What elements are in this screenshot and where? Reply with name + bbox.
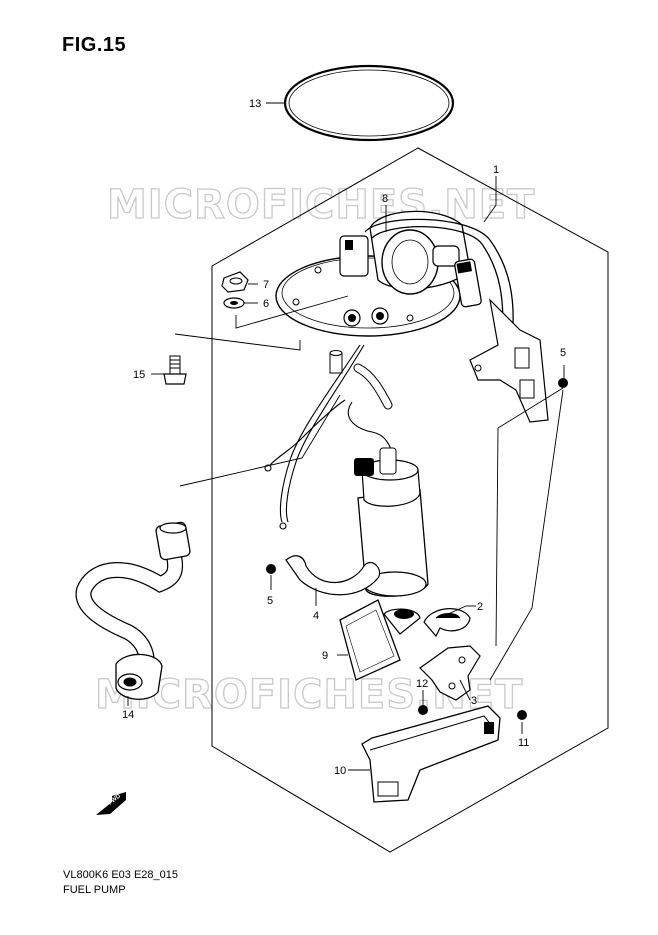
wire-harness-icon — [264, 344, 393, 530]
figure-code: VL800K6 E03 E28_015 — [63, 869, 178, 881]
fuel-filter-icon — [339, 599, 421, 681]
filter-bracket-icon — [419, 645, 481, 701]
forward-direction-arrow-icon: FWD — [96, 792, 126, 815]
callout-12: 12 — [416, 678, 428, 690]
callout-5-left: 5 — [267, 595, 273, 607]
screw-icon — [266, 378, 568, 720]
callout-7: 7 — [263, 279, 269, 291]
pump-support-bracket-icon — [469, 298, 549, 423]
callout-3: 3 — [471, 695, 477, 707]
callout-6: 6 — [263, 298, 269, 310]
suction-pipe-icon — [329, 350, 393, 410]
pump-holder-band-icon — [285, 555, 381, 596]
callout-9: 9 — [322, 650, 328, 662]
callout-1: 1 — [493, 164, 499, 176]
pressure-regulator-icon — [339, 210, 514, 341]
nut-icon — [221, 271, 249, 293]
callout-13: 13 — [249, 98, 261, 110]
callout-14: 14 — [122, 709, 134, 721]
callout-5-right: 5 — [560, 347, 566, 359]
callout-10: 10 — [334, 765, 346, 777]
fuel-hose-icon — [75, 521, 191, 700]
assembly-outline-box — [211, 147, 609, 853]
watermark-top: MICROFICHES.NET — [107, 182, 535, 228]
figure-title: FIG.15 — [62, 34, 127, 56]
callout-8: 8 — [382, 193, 388, 205]
leader-lines — [127, 102, 565, 771]
o-ring-icon — [283, 64, 455, 142]
protector-cover-icon — [361, 705, 501, 803]
washer-icon — [223, 297, 245, 309]
callout-2: 2 — [477, 601, 483, 613]
bolt-icon — [163, 355, 187, 385]
callout-11: 11 — [518, 737, 529, 749]
fuel-pump-retainer-icon — [423, 608, 471, 638]
figure-name: FUEL PUMP — [63, 884, 126, 896]
callout-15: 15 — [133, 369, 145, 381]
callout-4: 4 — [313, 610, 319, 622]
